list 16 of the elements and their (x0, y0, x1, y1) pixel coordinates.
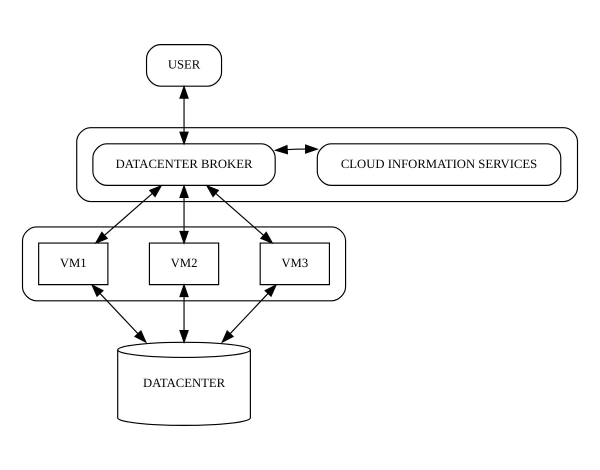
cluster (22, 226, 346, 302)
cluster (76, 127, 578, 202)
arrow (274, 144, 319, 154)
node-box: VM2 (148, 242, 220, 286)
arrow (179, 283, 189, 344)
node-box: USER (146, 44, 222, 87)
arrow (179, 84, 189, 146)
arrow (221, 284, 278, 344)
arrow (206, 184, 274, 244)
arrow (90, 284, 148, 344)
node-box: CLOUD INFORMATION SERVICES (316, 143, 562, 186)
arrow (94, 184, 162, 244)
node-box: VM3 (260, 242, 330, 286)
node-box: DATACENTER BROKER (92, 143, 276, 186)
node-box: VM1 (38, 242, 108, 286)
arrow (179, 184, 189, 245)
